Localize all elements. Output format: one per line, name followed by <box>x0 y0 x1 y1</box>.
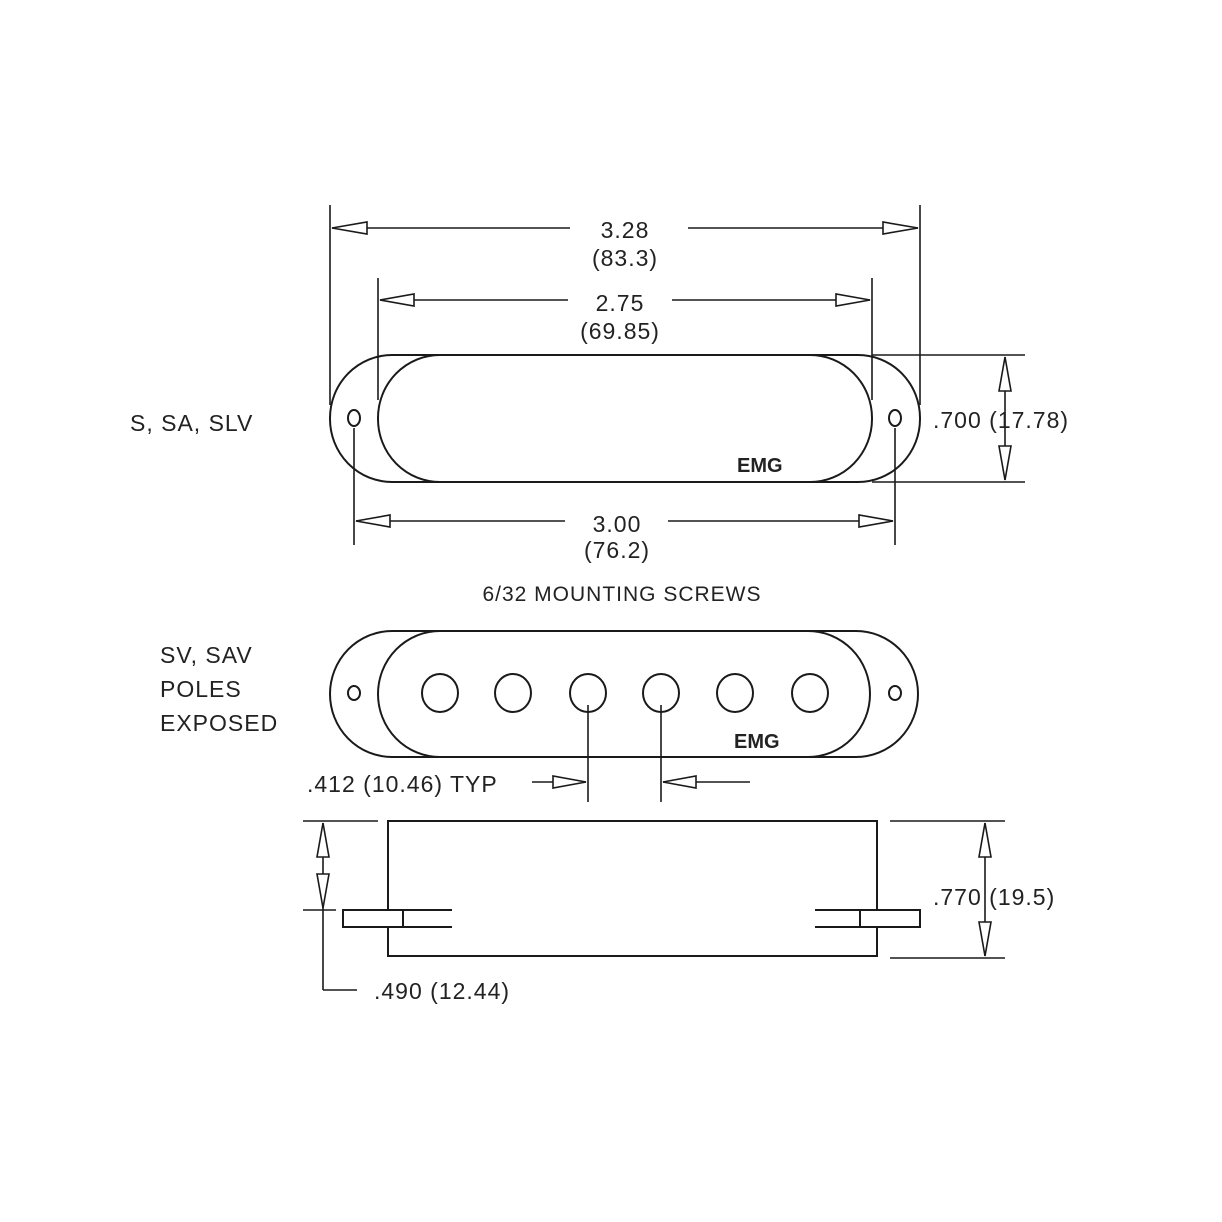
cover-side-outline <box>387 820 878 957</box>
mounting-hole-left <box>347 685 361 701</box>
dim-tab-height: .490 (12.44) <box>374 978 510 1004</box>
dim-width: .700 (17.78) <box>933 407 1069 433</box>
dim-overall-inch: 3.28 <box>601 217 650 243</box>
arrow-right <box>858 514 894 528</box>
arrow-left <box>662 775 697 789</box>
arrow-down <box>978 921 992 957</box>
cover-outline <box>377 354 873 483</box>
arrow-up <box>316 822 330 858</box>
arrow-up <box>978 822 992 858</box>
dim-cover-inch: 2.75 <box>596 290 645 316</box>
model-label-s: S, SA, SLV <box>130 410 253 436</box>
cover-outline <box>377 630 871 758</box>
arrow-up <box>998 356 1012 392</box>
arrow-right <box>882 221 919 235</box>
arrow-left <box>379 293 415 307</box>
emg-logo: EMG <box>734 731 780 753</box>
pole-piece <box>494 673 532 713</box>
arrow-right <box>552 775 587 789</box>
side-view: .490 (12.44) .770 (19.5) <box>303 820 1055 1004</box>
model-label-sv-line1: SV, SAV <box>160 642 253 668</box>
arrow-down <box>998 445 1012 481</box>
model-label-sv-line3: EXPOSED <box>160 710 278 736</box>
screws-note: 6/32 MOUNTING SCREWS <box>482 583 761 606</box>
top-pickup-view: EMG 3.28 (83.3) 2.75 (69.85) 3.00 (76.2) <box>130 205 1069 563</box>
tab-right <box>859 909 921 928</box>
pole-piece <box>716 673 754 713</box>
tab-left <box>342 909 404 928</box>
dim-overall-mm: (83.3) <box>592 245 658 271</box>
arrow-left <box>331 221 368 235</box>
mounting-hole-right <box>888 685 902 701</box>
mounting-hole-right <box>888 409 902 427</box>
emg-logo: EMG <box>737 455 783 477</box>
pole-spacing-dim: .412 (10.46) TYP <box>307 771 498 797</box>
arrow-left <box>355 514 391 528</box>
dim-screws-mm: (76.2) <box>584 537 650 563</box>
dim-screws-inch: 3.00 <box>593 511 642 537</box>
dim-total-height: .770 (19.5) <box>933 884 1055 910</box>
arrow-down <box>316 873 330 909</box>
pole-piece <box>421 673 459 713</box>
poles-pickup-view: EMG .412 (10.46) TYP SV, SAV POLES EXPOS… <box>160 630 919 802</box>
dim-cover-mm: (69.85) <box>580 318 660 344</box>
mounting-hole-left <box>347 409 361 427</box>
model-label-sv-line2: POLES <box>160 676 242 702</box>
arrow-right <box>835 293 871 307</box>
pole-piece <box>791 673 829 713</box>
